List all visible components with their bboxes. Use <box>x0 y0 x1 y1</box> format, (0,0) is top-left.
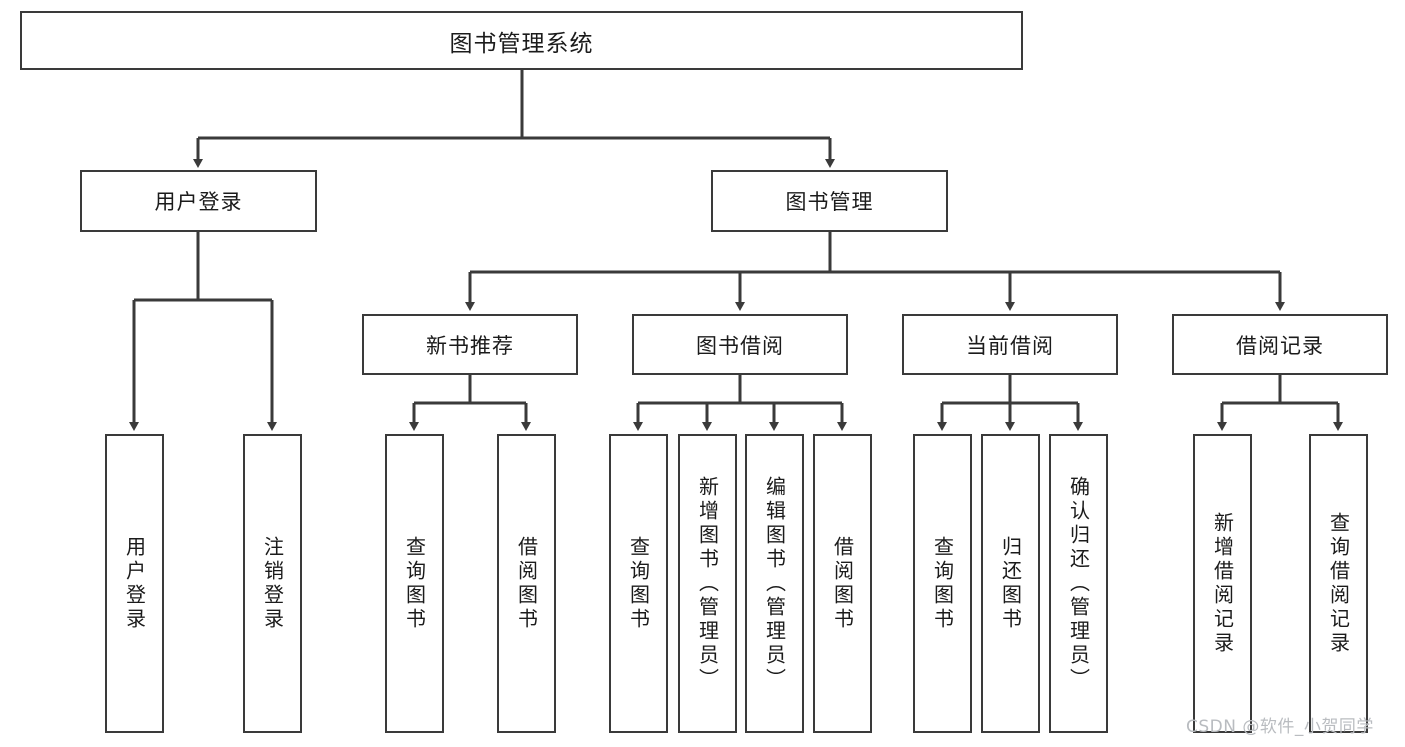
leaf-query-borrow-record[interactable]: 查询借阅记录 <box>1309 434 1368 733</box>
node-label: 确认归还（管理员） <box>1066 475 1091 692</box>
node-label: 用户登录 <box>122 535 147 632</box>
node-label: 图书管理 <box>785 190 874 214</box>
node-label: 新增图书（管理员） <box>695 475 720 692</box>
leaf-return-book[interactable]: 归还图书 <box>981 434 1040 733</box>
leaf-borrow-book-recommend[interactable]: 借阅图书 <box>497 434 556 733</box>
node-label: 新增借阅记录 <box>1210 511 1235 656</box>
node-label: 新书推荐 <box>426 333 514 358</box>
node-label: 查询图书 <box>402 535 427 632</box>
node-label: 用户登录 <box>154 190 243 214</box>
leaf-query-book-borrow[interactable]: 查询图书 <box>609 434 668 733</box>
node-label: 注销登录 <box>260 535 285 632</box>
node-new-book-recommend[interactable]: 新书推荐 <box>362 314 578 375</box>
node-root-book-management-system[interactable]: 图书管理系统 <box>20 11 1023 70</box>
node-label: 借阅记录 <box>1236 333 1324 358</box>
node-label: 借阅图书 <box>514 535 539 632</box>
leaf-query-book-recommend[interactable]: 查询图书 <box>385 434 444 733</box>
leaf-borrow-book[interactable]: 借阅图书 <box>813 434 872 733</box>
leaf-user-login[interactable]: 用户登录 <box>105 434 164 733</box>
node-book-borrow[interactable]: 图书借阅 <box>632 314 848 375</box>
node-label: 图书管理系统 <box>449 30 594 57</box>
node-label: 查询借阅记录 <box>1326 511 1351 656</box>
node-label: 编辑图书（管理员） <box>762 475 787 692</box>
leaf-logout-login[interactable]: 注销登录 <box>243 434 302 733</box>
leaf-query-book-current[interactable]: 查询图书 <box>913 434 972 733</box>
node-borrow-record[interactable]: 借阅记录 <box>1172 314 1388 375</box>
leaf-confirm-return-admin[interactable]: 确认归还（管理员） <box>1049 434 1108 733</box>
leaf-add-book-admin[interactable]: 新增图书（管理员） <box>678 434 737 733</box>
node-label: 查询图书 <box>930 535 955 632</box>
leaf-add-borrow-record[interactable]: 新增借阅记录 <box>1193 434 1252 733</box>
node-book-management[interactable]: 图书管理 <box>711 170 948 232</box>
node-label: 借阅图书 <box>830 535 855 632</box>
node-label: 图书借阅 <box>696 333 784 358</box>
node-user-login[interactable]: 用户登录 <box>80 170 317 232</box>
csdn-watermark: CSDN @软件_小贺同学 <box>1186 717 1374 737</box>
node-label: 归还图书 <box>998 535 1023 632</box>
node-label: 当前借阅 <box>966 333 1054 358</box>
node-label: 查询图书 <box>626 535 651 632</box>
node-current-borrow[interactable]: 当前借阅 <box>902 314 1118 375</box>
leaf-edit-book-admin[interactable]: 编辑图书（管理员） <box>745 434 804 733</box>
